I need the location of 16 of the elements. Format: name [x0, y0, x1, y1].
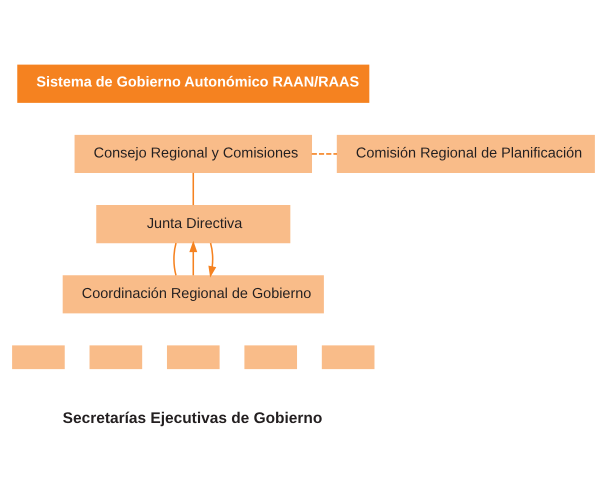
node-box — [166, 345, 220, 370]
node-box — [12, 345, 65, 370]
connector — [312, 153, 338, 155]
arrow — [208, 242, 216, 278]
connector — [192, 172, 194, 206]
node-box — [322, 345, 374, 370]
node-box — [244, 345, 298, 370]
node-box — [90, 345, 142, 370]
node-box: Sistema de Gobierno Autonómico RAAN/RAAS — [17, 64, 370, 103]
node-box: Comisión Regional de Planificación — [336, 134, 595, 174]
connector — [173, 242, 177, 276]
label: Secretarías Ejecutivas de Gobierno — [62, 410, 322, 427]
node-box: Junta Directiva — [96, 205, 290, 244]
arrow — [189, 240, 198, 276]
node-box: Coordinación Regional de Gobierno — [62, 275, 324, 314]
node-box: Consejo Regional y Comisiones — [74, 134, 312, 174]
